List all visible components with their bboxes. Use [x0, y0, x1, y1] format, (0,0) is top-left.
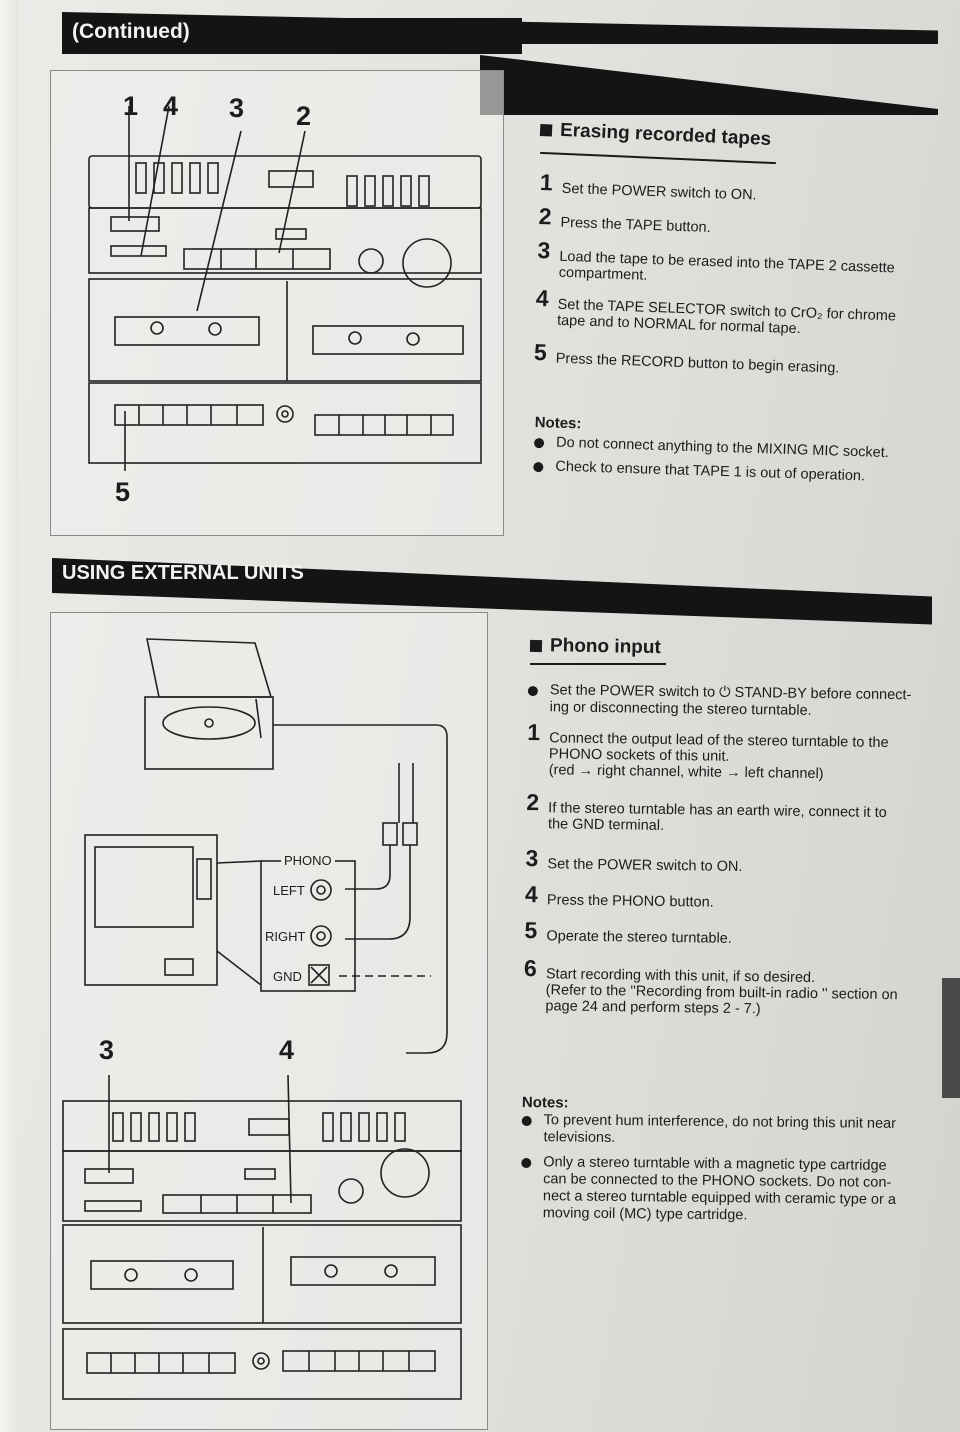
- callout-4: 4: [163, 91, 179, 121]
- section-square-icon: [529, 639, 543, 653]
- phono-notes-heading: Notes:: [521, 1094, 569, 1112]
- erasing-step-5: 5 Press the RECORD button to begin erasi…: [533, 338, 840, 377]
- phono-label: PHONO: [281, 853, 335, 868]
- section-square-icon: [539, 123, 553, 137]
- phono-connection-drawing: [62, 638, 462, 1400]
- phono-intro: Set the POWER switch to ⏻ STAND-BY befor…: [527, 682, 938, 719]
- gnd-terminal-label: GND: [273, 969, 302, 984]
- phono-step-6: 6 Start recording with this unit, if so …: [523, 954, 898, 1018]
- phono-title-rule: [530, 663, 666, 665]
- continued-header-bar-tail: [480, 55, 938, 115]
- continued-header-bar-body: [62, 18, 522, 54]
- erasing-title-rule: [540, 151, 776, 165]
- callout-4: 4: [279, 1035, 295, 1065]
- phono-note-2: Only a stereo turntable with a magnetic …: [521, 1154, 937, 1223]
- bullet-icon: [527, 685, 538, 697]
- phono-step-2: 2 If the stereo turntable has an earth w…: [526, 788, 887, 834]
- phono-figure: PHONO LEFT RIGHT GND 3 4: [50, 612, 488, 1430]
- erasing-step-2: 2 Press the TAPE button.: [538, 202, 711, 236]
- stereo-unit-drawing: [88, 105, 482, 471]
- erasing-steps: 1 Set the POWER switch to ON. 2 Press th…: [532, 169, 940, 434]
- erasing-notes: Notes: Do not connect anything to the MI…: [532, 414, 935, 517]
- callout-2: 2: [296, 101, 312, 131]
- erasing-step-3: 3 Load the tape to be erased into the TA…: [537, 236, 896, 284]
- erasing-step-1: 1 Set the POWER switch to ON.: [539, 169, 757, 204]
- callout-3: 3: [99, 1035, 115, 1065]
- left-socket-label: LEFT: [273, 883, 305, 898]
- page-edge-tab: [942, 978, 960, 1098]
- phono-step-5: 5 Operate the stereo turntable.: [524, 916, 732, 947]
- callout-1: 1: [123, 91, 139, 121]
- callout-3: 3: [229, 93, 245, 123]
- callout-5: 5: [115, 477, 131, 507]
- phono-title: Phono input: [529, 635, 661, 659]
- erasing-notes-heading: Notes:: [534, 414, 582, 433]
- erasing-figure: 1 4 3 2 5: [50, 70, 504, 536]
- erasing-step-4: 4 Set the TAPE SELECTOR switch to CrO₂ f…: [535, 284, 897, 338]
- page-edge: [0, 0, 18, 1432]
- phono-step-3: 3 Set the POWER switch to ON.: [525, 844, 743, 876]
- erasing-note-1: Do not connect anything to the MIXING MI…: [533, 434, 934, 461]
- bullet-icon: [521, 1157, 532, 1169]
- erasing-title: Erasing recorded tapes: [539, 119, 772, 151]
- continued-label: (Continued): [72, 20, 190, 43]
- phono-step-4: 4 Press the PHONO button.: [524, 880, 714, 911]
- bullet-icon: [533, 461, 544, 473]
- level-meter-left: [135, 162, 219, 194]
- bullet-icon: [533, 437, 545, 449]
- external-units-label: USING EXTERNAL UNITS: [62, 562, 304, 584]
- phono-step-1: 1 Connect the output lead of the stereo …: [527, 718, 889, 783]
- phono-notes: Notes: To prevent hum interference, do n…: [521, 1094, 938, 1238]
- phono-note-1: To prevent hum interference, do not brin…: [521, 1112, 938, 1146]
- bullet-icon: [521, 1115, 532, 1127]
- right-socket-label: RIGHT: [265, 929, 306, 944]
